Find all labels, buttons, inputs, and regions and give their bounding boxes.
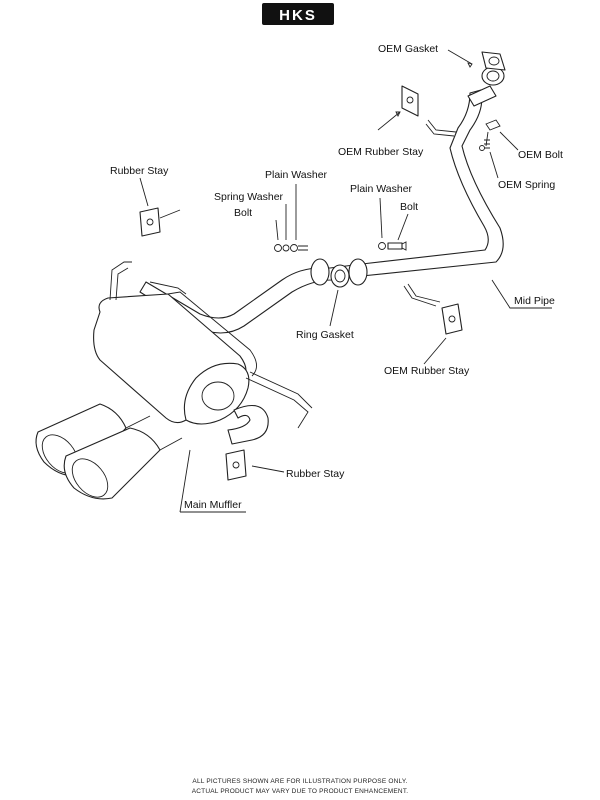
label-oem-bolt: OEM Bolt xyxy=(518,149,563,161)
label-oem-spring: OEM Spring xyxy=(498,179,555,191)
logo-text: HKS xyxy=(279,7,317,24)
label-bolt-right: Bolt xyxy=(400,201,418,213)
label-spring-washer: Spring Washer xyxy=(214,191,284,203)
disclaimer-line-2: ACTUAL PRODUCT MAY VARY DUE TO PRODUCT E… xyxy=(191,788,409,795)
oem-rubber-stay-bottom xyxy=(441,303,463,335)
oem-rubber-stay-top xyxy=(401,85,419,117)
label-rubber-stay-bottom: Rubber Stay xyxy=(286,468,345,480)
part-labels: OEM Gasket OEM Rubber Stay OEM Bolt OEM … xyxy=(110,43,563,511)
oem-bolt-and-spring xyxy=(479,119,501,151)
connecting-pipe xyxy=(139,263,363,334)
pipe-flanges xyxy=(310,258,368,288)
hks-logo: HKS xyxy=(262,3,334,25)
leader-lines xyxy=(139,49,552,513)
disclaimer-line-1: ALL PICTURES SHOWN ARE FOR ILLUSTRATION … xyxy=(192,778,408,785)
label-main-muffler: Main Muffler xyxy=(184,499,242,511)
label-bolt-left: Bolt xyxy=(234,207,252,219)
fastener-set-left xyxy=(274,244,308,252)
rubber-stay-left xyxy=(139,207,181,237)
label-rubber-stay-left: Rubber Stay xyxy=(110,165,169,177)
label-ring-gasket: Ring Gasket xyxy=(296,329,354,341)
main-muffler-body xyxy=(93,261,313,445)
label-oem-rubber-stay-bottom: OEM Rubber Stay xyxy=(384,365,470,377)
label-oem-gasket: OEM Gasket xyxy=(378,43,438,55)
mid-pipe xyxy=(361,85,504,307)
twin-exhaust-tips xyxy=(35,403,183,500)
fastener-set-right xyxy=(378,241,407,251)
rubber-stay-bottom xyxy=(225,449,247,481)
oem-gasket xyxy=(481,51,506,86)
label-oem-rubber-stay-top: OEM Rubber Stay xyxy=(338,146,424,158)
label-plain-washer-right: Plain Washer xyxy=(350,183,413,195)
label-plain-washer-left: Plain Washer xyxy=(265,169,328,181)
label-mid-pipe: Mid Pipe xyxy=(514,295,555,307)
